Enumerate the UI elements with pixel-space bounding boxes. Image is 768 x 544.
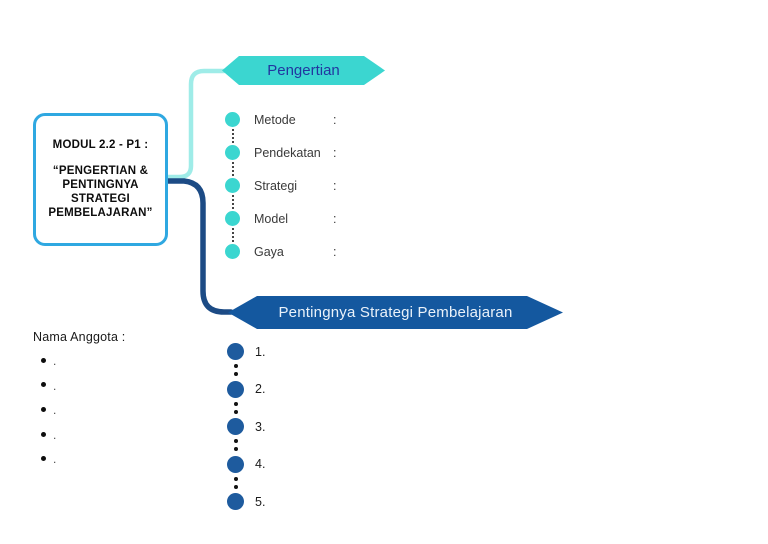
bullet-icon	[41, 382, 46, 388]
member-placeholder: .	[53, 354, 57, 368]
pentingnya-list: 1. 2. 3. 4. 5.	[227, 333, 347, 521]
member-row: .	[33, 378, 93, 393]
blue-bullet-icon	[227, 380, 244, 398]
item-colon: :	[333, 145, 337, 160]
dotted-line	[233, 439, 238, 451]
teal-bullet-icon	[225, 112, 240, 127]
pengertian-banner: Pengertian	[222, 56, 385, 85]
bullet-icon	[41, 357, 46, 363]
connector-pengertian	[163, 68, 227, 180]
member-row: .	[33, 353, 93, 368]
list-item: Metode :	[225, 103, 435, 136]
dotted-line	[231, 228, 234, 242]
dotted-line	[231, 195, 234, 209]
item-label: Strategi	[254, 178, 298, 193]
teal-bullet-icon	[225, 145, 240, 160]
item-colon: :	[333, 112, 337, 127]
list-item: 2.	[227, 371, 347, 409]
blue-bullet-icon	[227, 493, 244, 511]
list-item: Strategi :	[225, 169, 435, 202]
bullet-icon	[41, 455, 46, 461]
blue-bullet-icon	[227, 418, 244, 436]
module-title-box: MODUL 2.2 - P1 : “PENGERTIAN & PENTINGNY…	[33, 113, 168, 246]
item-label: Metode	[254, 112, 296, 127]
module-subtitle: “PENGERTIAN & PENTINGNYA STRATEGI PEMBEL…	[48, 165, 153, 219]
blue-bullet-icon	[227, 343, 244, 361]
item-number: 1.	[255, 344, 266, 359]
item-label: Gaya	[254, 244, 284, 259]
list-item: 4.	[227, 446, 347, 484]
dotted-line	[231, 162, 234, 176]
members-heading: Nama Anggota :	[33, 330, 126, 344]
list-item: Gaya :	[225, 235, 435, 268]
member-placeholder: .	[53, 452, 57, 467]
dotted-line	[233, 364, 238, 376]
connector-pentingnya	[163, 178, 234, 315]
pengertian-list: Metode : Pendekatan : Strategi : Model :…	[225, 103, 435, 268]
item-label: Pendekatan	[254, 145, 321, 160]
pentingnya-banner: Pentingnya Strategi Pembelajaran	[228, 296, 563, 329]
teal-bullet-icon	[225, 211, 240, 226]
teal-bullet-icon	[225, 244, 240, 259]
dotted-line	[233, 476, 238, 489]
item-number: 4.	[255, 457, 266, 472]
dotted-line	[233, 401, 238, 414]
member-placeholder: .	[53, 428, 57, 442]
dotted-line	[231, 129, 234, 143]
list-item: 5.	[227, 483, 347, 521]
module-title: MODUL 2.2 - P1 :	[52, 139, 149, 151]
blue-bullet-icon	[227, 455, 244, 473]
member-row: .	[33, 402, 93, 418]
item-colon: :	[333, 244, 337, 259]
item-colon: :	[333, 211, 337, 226]
list-item: Model :	[225, 202, 435, 235]
members-section: Nama Anggota : . . . . .	[33, 330, 173, 475]
pentingnya-banner-label: Pentingnya Strategi Pembelajaran	[278, 304, 513, 321]
item-colon: :	[333, 178, 337, 193]
member-placeholder: .	[53, 403, 57, 418]
member-row: .	[33, 451, 93, 467]
item-number: 5.	[255, 494, 266, 509]
item-label: Model	[254, 211, 289, 226]
item-number: 2.	[255, 382, 266, 397]
pengertian-banner-label: Pengertian	[267, 62, 340, 79]
list-item: 1.	[227, 333, 347, 371]
item-number: 3.	[255, 419, 266, 434]
member-placeholder: .	[53, 378, 57, 393]
bullet-icon	[41, 406, 46, 412]
member-row: .	[33, 427, 93, 442]
list-item: 3.	[227, 408, 347, 446]
bullet-icon	[41, 431, 46, 437]
teal-bullet-icon	[225, 178, 240, 193]
list-item: Pendekatan :	[225, 136, 435, 169]
